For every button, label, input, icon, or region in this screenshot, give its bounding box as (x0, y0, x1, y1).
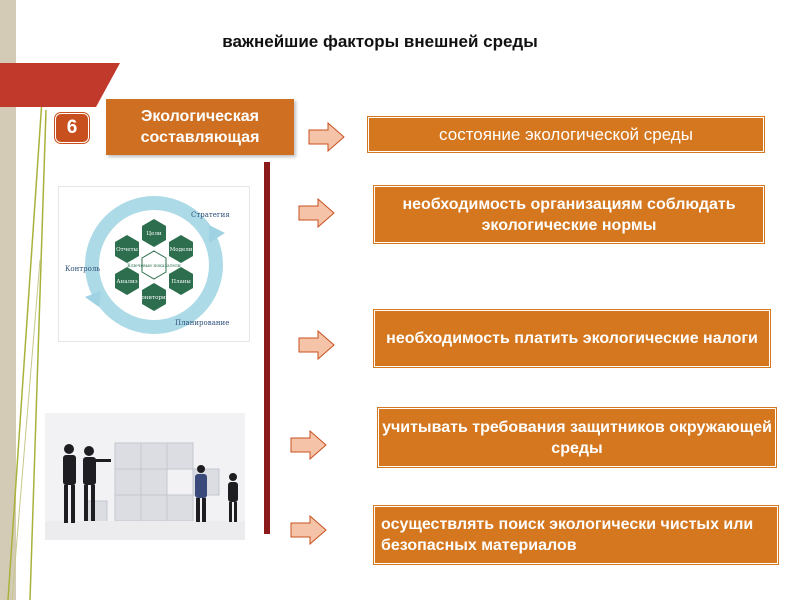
cycle-outer-label: Контроль (65, 265, 100, 273)
cycle-node-label: Анализ (116, 279, 137, 285)
decorative-lines (7, 69, 47, 600)
arrow-icon (298, 198, 335, 228)
arrow-icon (308, 122, 345, 152)
factor-box-5: осуществлять поиск экологически чистых и… (374, 506, 778, 564)
cycle-node-label: Отчеты (116, 247, 138, 253)
cycle-outer-label: Стратегия (191, 211, 230, 219)
arrow-icon (298, 330, 335, 360)
title-banner (0, 63, 120, 107)
factor-box-4: учитывать требования защитников окружающ… (378, 408, 776, 467)
left-decorative-strip (0, 0, 16, 600)
cycle-center-label: Ключевые показатели (127, 263, 180, 269)
cycle-node-label: Модели (170, 247, 193, 253)
cycle-node-label: Цели (146, 231, 162, 237)
number-badge: 6 (55, 113, 89, 143)
factor-box-2: необходимость организациям соблюдать эко… (374, 186, 764, 243)
cycle-outer-label: Планирование (175, 319, 229, 327)
cycle-node-label: Мониторинг (136, 295, 172, 301)
component-box: Экологическая составляющая (106, 99, 294, 155)
factor-box-3: необходимость платить экологические нало… (374, 310, 770, 367)
arrow-icon (290, 515, 327, 545)
cycle-diagram-image: Цели Модели Планы Мониторинг Анализ Отче… (58, 186, 250, 342)
vertical-divider (264, 162, 270, 534)
slide-title: важнейшие факторы внешней среды (222, 32, 538, 51)
cycle-node-label: Планы (171, 279, 191, 285)
factor-box-1: состояние экологической среды (368, 117, 764, 152)
business-puzzle-photo (45, 413, 245, 540)
arrow-icon (290, 430, 327, 460)
